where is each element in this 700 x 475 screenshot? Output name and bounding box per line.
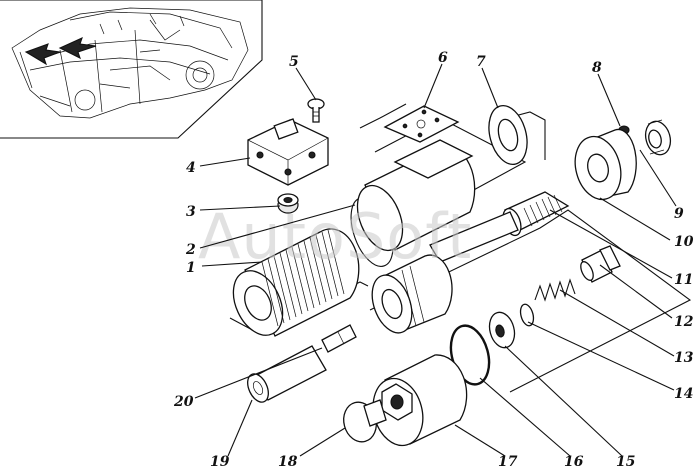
part-17-fitting bbox=[372, 354, 468, 447]
part-10-cap bbox=[574, 128, 637, 201]
part-14-ring bbox=[519, 303, 535, 327]
callout-labels: 1 2 3 4 5 6 7 8 9 10 11 12 13 14 15 16 1… bbox=[173, 50, 694, 470]
part-4-bracket bbox=[247, 118, 329, 186]
part-11-piston bbox=[371, 254, 453, 334]
callout-13: 13 bbox=[674, 350, 694, 366]
callout-1: 1 bbox=[186, 260, 196, 276]
callout-10: 10 bbox=[674, 234, 694, 250]
callout-3: 3 bbox=[186, 204, 196, 220]
callout-6: 6 bbox=[438, 50, 448, 66]
part-20-rod bbox=[321, 324, 357, 353]
watermark: AutoSoft bbox=[198, 200, 472, 273]
part-9-nut bbox=[644, 119, 672, 156]
callout-17: 17 bbox=[498, 454, 518, 470]
callout-2: 2 bbox=[185, 242, 196, 258]
callout-20: 20 bbox=[173, 394, 194, 410]
assembly-outline-6 bbox=[359, 103, 407, 129]
part-3-bushing bbox=[277, 193, 299, 214]
callout-9: 9 bbox=[674, 206, 684, 222]
vehicle-sketch bbox=[11, 7, 249, 119]
callout-18: 18 bbox=[278, 454, 298, 470]
part-19-tube bbox=[247, 345, 327, 403]
part-13-spring bbox=[534, 278, 576, 302]
leader-lines bbox=[194, 63, 677, 457]
callout-11: 11 bbox=[674, 272, 693, 288]
part-16-o-ring bbox=[449, 324, 491, 386]
callout-14: 14 bbox=[674, 386, 693, 402]
callout-8: 8 bbox=[592, 60, 602, 76]
callout-19: 19 bbox=[210, 454, 230, 470]
part-1-threaded-cylinder bbox=[232, 228, 360, 337]
part-11-shaft bbox=[429, 191, 570, 263]
callout-15: 15 bbox=[616, 454, 635, 470]
part-5-bolt bbox=[307, 98, 325, 123]
part-6-plate bbox=[383, 105, 460, 143]
part-7-washer bbox=[488, 105, 528, 165]
part-15-seat bbox=[488, 311, 516, 349]
location-inset bbox=[0, 0, 263, 139]
callout-5: 5 bbox=[289, 54, 299, 70]
callout-7: 7 bbox=[476, 54, 486, 70]
part-6-housing bbox=[356, 139, 476, 252]
part-12-plunger bbox=[580, 245, 621, 283]
callout-12: 12 bbox=[674, 314, 694, 330]
callout-16: 16 bbox=[564, 454, 584, 470]
callout-4: 4 bbox=[186, 160, 196, 176]
part-18-plug bbox=[343, 399, 387, 443]
